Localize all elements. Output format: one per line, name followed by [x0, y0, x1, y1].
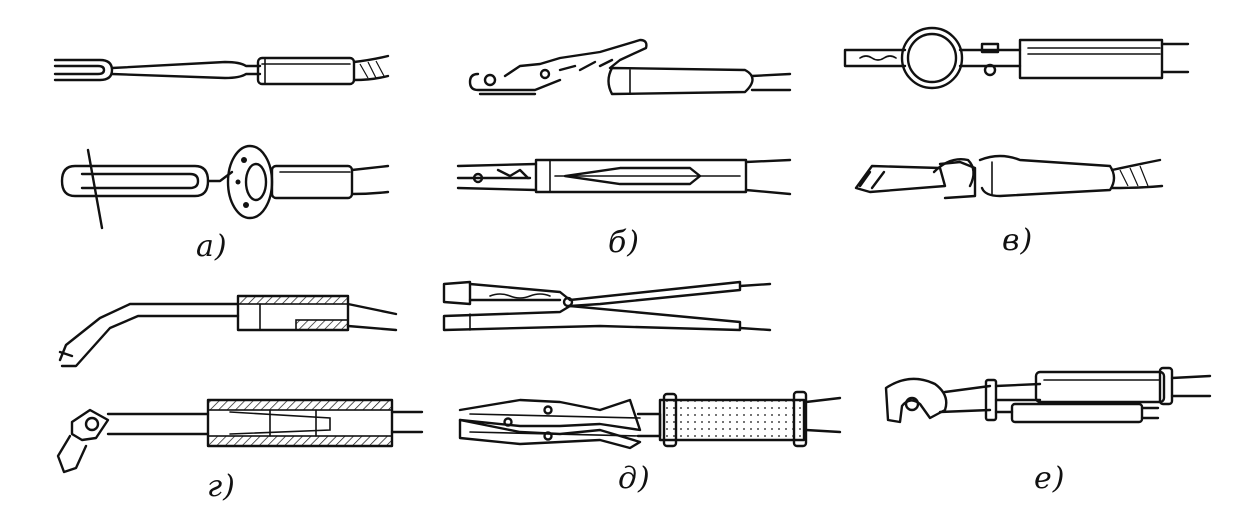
- holder-a-fork: [53, 54, 390, 86]
- holder-e-hook: [884, 366, 1212, 424]
- holder-d-tong: [442, 280, 772, 332]
- holder-g-swivel: [56, 398, 424, 474]
- label-b: б): [608, 225, 641, 260]
- label-v: в): [1002, 223, 1034, 258]
- holder-a-disc: [60, 144, 390, 230]
- holder-b-tube: [456, 158, 792, 196]
- holder-v-ring: [843, 26, 1190, 90]
- label-g: г): [207, 469, 236, 504]
- label-a: а): [196, 229, 228, 264]
- holder-b-clip: [468, 38, 792, 96]
- label-e: е): [1034, 461, 1066, 496]
- holder-v-angled: [854, 154, 1164, 200]
- holder-d-sleeved: [458, 390, 842, 450]
- holder-g-bent: [58, 294, 398, 368]
- label-d: д): [618, 461, 651, 496]
